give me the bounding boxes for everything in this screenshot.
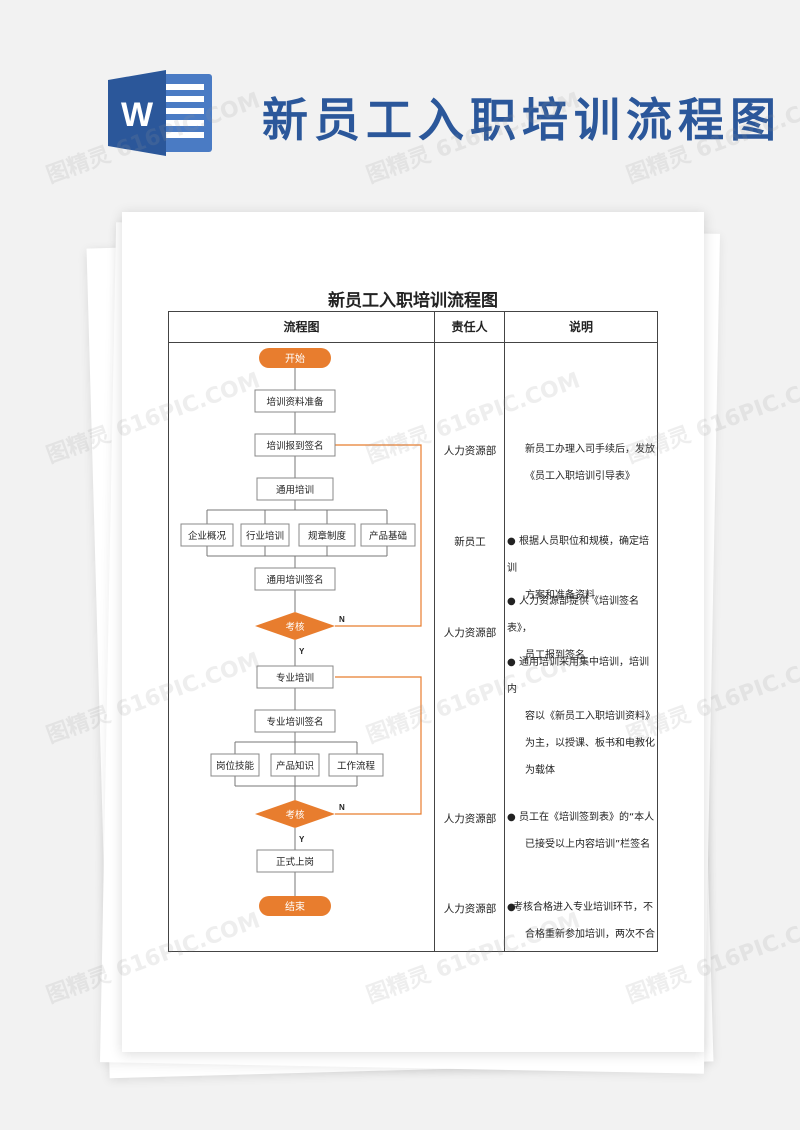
header-flowchart: 流程图 xyxy=(283,320,320,334)
description-line: 《员工入职培训引导表》 xyxy=(525,471,635,482)
description-block: ●通用培训采用集中培训，培训内 容以《新员工入职培训资料》 为主，以授课、板书和… xyxy=(507,649,657,784)
start-label: 开始 xyxy=(285,352,305,365)
general-item-box xyxy=(180,523,234,547)
general-item-box xyxy=(240,523,290,547)
end-label: 结束 xyxy=(285,900,305,913)
description-line: 为主，以授课、板书和电教化 xyxy=(525,738,655,749)
table-divider xyxy=(434,312,435,951)
description-line: 方案和准备资料 xyxy=(525,590,595,601)
specialized-item-box xyxy=(210,753,260,777)
responsible-cell: 人力资源部 xyxy=(443,903,497,915)
start-terminal xyxy=(259,348,331,368)
description-line: 员工报到签名 xyxy=(525,650,585,661)
check-label: 考核 xyxy=(285,621,305,633)
specialized-item-label: 岗位技能 xyxy=(216,760,255,772)
description-block: ●根据人员职位和规模，确定培训 方案和准备资料 xyxy=(507,528,657,609)
check-label: 考核 xyxy=(285,809,305,821)
word-letter: W xyxy=(121,96,154,134)
header-responsible: 责任人 xyxy=(451,320,488,334)
banner: W 新员工入职培训流程图 xyxy=(0,0,800,200)
description-line: 容以《新员工入职培训资料》 xyxy=(525,711,655,722)
general-item-label: 规章制度 xyxy=(308,530,347,542)
yes-label: Y xyxy=(299,647,305,656)
signin-box xyxy=(254,433,336,457)
bullet-icon: ● xyxy=(507,657,516,668)
check-diamond xyxy=(255,612,335,640)
no-label: N xyxy=(339,803,345,812)
general-item-label: 行业培训 xyxy=(246,530,284,542)
specialized-item-label: 产品知识 xyxy=(276,760,314,772)
description-block: ●人力资源部提供《培训签名表》， 员工报到签名 xyxy=(507,588,657,669)
description-block: 新员工办理入司手续后，发放 《员工入职培训引导表》 xyxy=(507,436,657,490)
description-line: 人力资源部提供《培训签名表》， xyxy=(507,596,639,634)
description-block: ●考核合格进入专业培训环节，不 合格重新参加培训，两次不合 xyxy=(507,894,657,948)
document-title: 新员工入职培训流程图 xyxy=(328,291,498,311)
no-label: N xyxy=(339,615,345,624)
general-sign-label: 通用培训签名 xyxy=(266,574,323,586)
bullet-icon: ● xyxy=(507,536,516,547)
general-box xyxy=(256,477,334,501)
general-label: 通用培训 xyxy=(276,484,314,496)
signin-label: 培训报到签名 xyxy=(266,440,323,452)
description-line: 为载体 xyxy=(525,765,555,776)
specialized-label: 专业培训 xyxy=(276,672,314,684)
prep-label: 培训资料准备 xyxy=(266,396,324,408)
onboard-label: 正式上岗 xyxy=(276,856,314,868)
description-line: 根据人员职位和规模，确定培训 xyxy=(507,536,649,574)
prep-box xyxy=(254,389,336,413)
specialized-box xyxy=(256,665,334,689)
table-divider xyxy=(169,342,657,343)
flowchart: 开始 培训资料准备 培训报到签名 通用培训 企业概况 行业培训 规章制度 产品基… xyxy=(180,348,422,916)
description-line: 考核合格进入专业培训环节，不 xyxy=(513,902,653,913)
responsible-cell: 新员工 xyxy=(454,536,486,548)
description-line: 已接受以上内容培训”栏签名 xyxy=(525,839,651,850)
end-terminal xyxy=(259,896,331,916)
description-block: ●员工在《培训签到表》的“本人 已接受以上内容培训”栏签名 xyxy=(507,804,657,858)
description-line: 通用培训采用集中培训，培训内 xyxy=(507,657,649,695)
specialized-item-box xyxy=(270,753,320,777)
description-line: 合格重新参加培训，两次不合 xyxy=(525,929,655,940)
bullet-icon: ● xyxy=(507,812,516,823)
responsible-cell: 人力资源部 xyxy=(443,627,497,639)
header-description: 说明 xyxy=(568,320,593,334)
specialized-sign-box xyxy=(254,709,336,733)
document-page: 新员工入职培训流程图 流程图 责任人 说明 xyxy=(122,212,704,1052)
general-item-box xyxy=(360,523,416,547)
bullet-icon: ● xyxy=(507,596,516,607)
specialized-sign-label: 专业培训签名 xyxy=(266,716,323,728)
check-diamond xyxy=(255,800,335,828)
banner-title: 新员工入职培训流程图 xyxy=(262,93,782,147)
description-line: 新员工办理入司手续后，发放 xyxy=(525,444,655,455)
specialized-item-box xyxy=(328,753,384,777)
bullet-icon: ● xyxy=(507,902,516,913)
specialized-item-label: 工作流程 xyxy=(337,760,376,772)
description-line: 员工在《培训签到表》的“本人 xyxy=(519,812,655,823)
general-item-label: 产品基础 xyxy=(369,530,407,542)
general-sign-box xyxy=(254,567,336,591)
onboard-box xyxy=(256,849,334,873)
general-item-box xyxy=(298,523,356,547)
general-item-label: 企业概况 xyxy=(188,530,227,542)
responsible-cell: 人力资源部 xyxy=(443,813,497,825)
yes-label: Y xyxy=(299,835,305,844)
responsible-cell: 人力资源部 xyxy=(443,445,497,457)
word-icon: W xyxy=(108,70,212,156)
flow-table: 流程图 责任人 说明 xyxy=(168,311,658,952)
table-divider xyxy=(504,312,505,951)
